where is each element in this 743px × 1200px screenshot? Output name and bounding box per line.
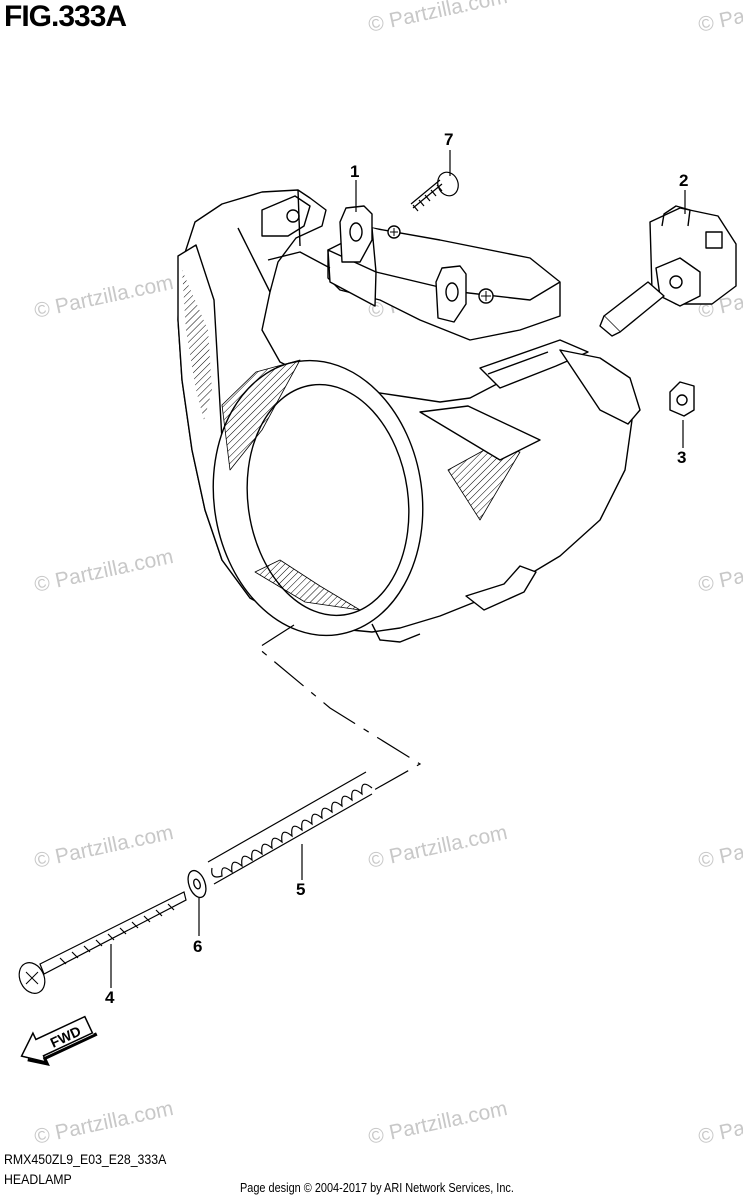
callout-4: 4 <box>105 988 115 1007</box>
fwd-label: FWD <box>48 1023 84 1051</box>
headlamp-housing-drawing <box>177 189 641 643</box>
figure-caption: HEADLAMP <box>4 1171 72 1187</box>
spring-drawing <box>207 771 373 885</box>
figure-title: FIG.333A <box>4 0 127 33</box>
watermark: © Partzilla.com <box>696 1097 743 1149</box>
watermark: © Partzilla.com <box>696 545 743 597</box>
assembly-dash-line <box>256 624 422 791</box>
watermark: © Partzilla.com <box>32 545 175 597</box>
watermark: © Partzilla.com <box>32 1097 175 1149</box>
callout-2: 2 <box>679 171 688 190</box>
callout-3: 3 <box>677 448 686 467</box>
footer-credit: Page design © 2004-2017 by ARI Network S… <box>240 1180 514 1195</box>
watermark: © Partzilla.com <box>366 0 509 37</box>
bulb-drawing <box>599 205 737 337</box>
watermark: © Partzilla.com <box>366 821 509 873</box>
watermark: © Partzilla.com <box>696 0 743 37</box>
watermark: © Partzilla.com <box>32 821 175 873</box>
watermark: © Partzilla.com <box>32 271 175 323</box>
screw-drawing <box>410 171 459 212</box>
callout-7: 7 <box>444 130 453 149</box>
grommet-drawing <box>669 381 695 417</box>
watermark: © Partzilla.com <box>366 1097 509 1149</box>
fwd-arrow: FWD <box>20 1015 98 1067</box>
leader-lines <box>110 150 686 988</box>
callout-5: 5 <box>296 880 305 899</box>
figure-code: RMX450ZL9_E03_E28_333A <box>4 1151 167 1167</box>
callout-labels: 1 2 3 4 5 6 7 <box>105 130 688 1007</box>
washer-drawing <box>187 869 207 899</box>
callout-1: 1 <box>350 162 359 181</box>
bolt-drawing <box>18 891 187 994</box>
callout-6: 6 <box>193 937 202 956</box>
watermark: © Partzilla.com <box>696 821 743 873</box>
